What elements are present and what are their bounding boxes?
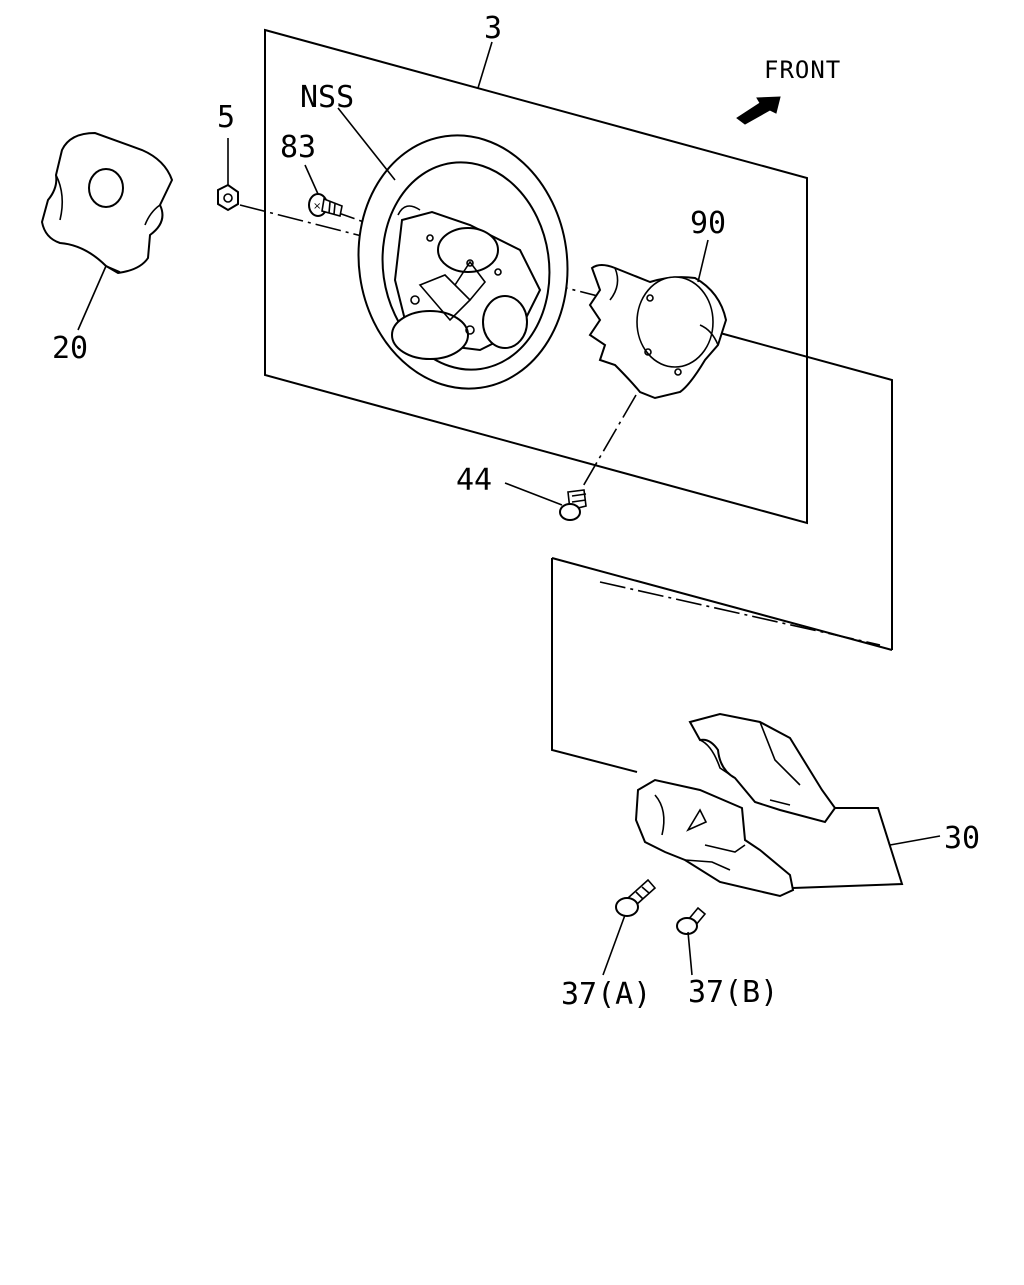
leader-90 <box>697 239 709 283</box>
leader-3 <box>477 41 493 89</box>
leader-nss <box>337 107 396 181</box>
screw-37b-part <box>676 906 707 935</box>
callout-37a: 37(A) <box>561 977 651 1012</box>
callout-5: 5 <box>217 100 235 135</box>
column-cover-lower-part <box>634 778 795 898</box>
mid-axis-line <box>599 581 881 646</box>
callout-30: 30 <box>944 821 980 856</box>
steering-wheel-part <box>357 134 569 390</box>
assembly-plane-wheel <box>264 28 808 525</box>
leader-44 <box>504 482 563 506</box>
callout-3: 3 <box>484 11 502 46</box>
callout-83: 83 <box>280 130 316 165</box>
group-bracket-30 <box>792 807 904 889</box>
leader-37a <box>602 914 626 976</box>
bolt-83-part: × <box>308 193 343 218</box>
bolt-44-axis-line <box>581 394 637 489</box>
callout-44: 44 <box>456 463 492 498</box>
airbag-pad-part <box>40 131 174 275</box>
callout-nss: NSS <box>300 80 354 115</box>
callout-90: 90 <box>690 206 726 241</box>
connector-line-left <box>551 558 638 773</box>
leader-37b <box>687 931 693 976</box>
screw-37a-part <box>615 878 657 917</box>
front-label: FRONT <box>764 56 841 84</box>
leader-83 <box>304 164 319 195</box>
front-direction-arrow-icon <box>736 96 781 125</box>
cover-90-part <box>588 264 728 400</box>
screw-44-part <box>559 489 587 521</box>
callout-20: 20 <box>52 331 88 366</box>
column-cover-upper-part <box>688 712 837 824</box>
svg-text:×: × <box>313 201 321 212</box>
nut-part <box>217 183 239 212</box>
leader-20 <box>77 265 107 331</box>
callout-37b: 37(B) <box>688 975 778 1010</box>
leader-30 <box>889 835 941 846</box>
